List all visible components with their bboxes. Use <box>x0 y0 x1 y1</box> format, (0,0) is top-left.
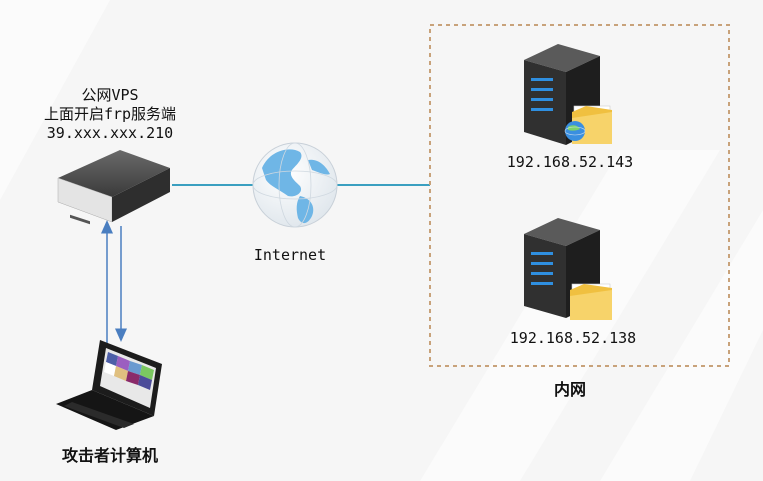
server-icon-2 <box>524 218 600 318</box>
intranet-label: 内网 <box>553 380 586 399</box>
vps-title: 公网VPS <box>81 86 139 104</box>
web-globe-badge-icon <box>564 121 586 141</box>
laptop-icon <box>56 340 162 430</box>
vps-ip: 39.xxx.xxx.210 <box>46 124 174 142</box>
globe-icon <box>252 142 338 228</box>
server2-ip: 192.168.52.138 <box>509 329 637 347</box>
server1-ip: 192.168.52.143 <box>506 153 634 171</box>
attacker-label: 攻击者计算机 <box>61 446 158 465</box>
internet-label: Internet <box>253 246 327 264</box>
vps-subtitle: 上面开启frp服务端 <box>43 105 177 123</box>
folder-icon-2 <box>570 283 612 320</box>
vps-box-icon <box>57 150 170 225</box>
